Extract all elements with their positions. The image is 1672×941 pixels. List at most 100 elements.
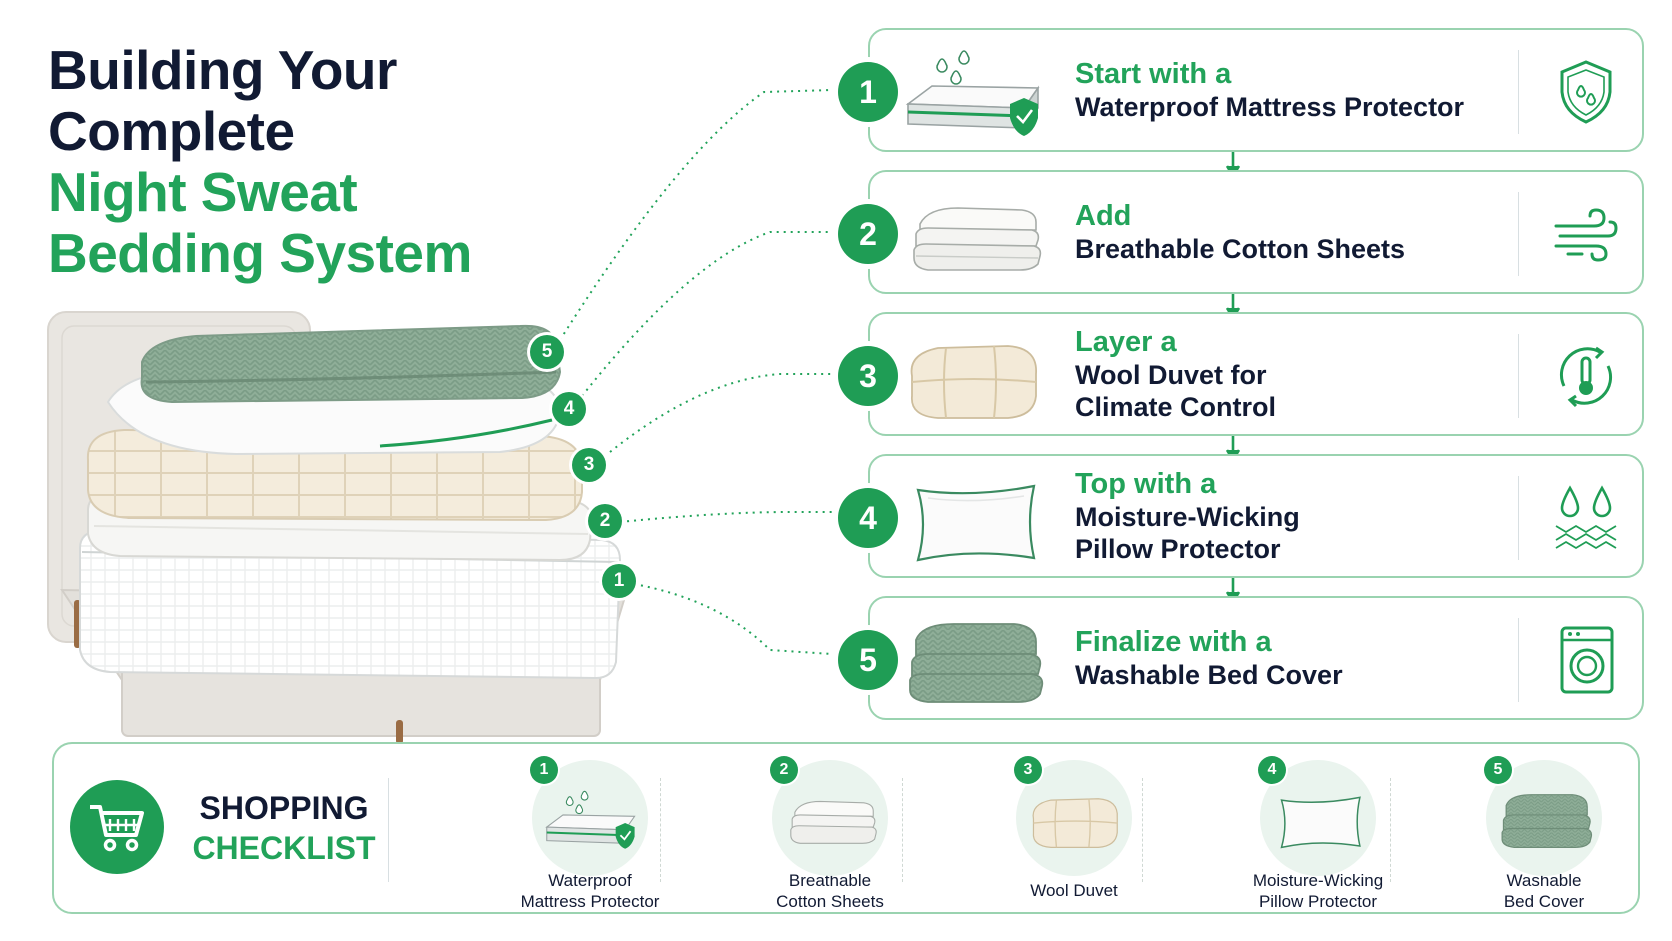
checklist-thumb-4: 4 <box>1258 756 1376 876</box>
checklist-thumb-2: 2 <box>770 756 888 876</box>
step-item-4-line2: Pillow Protector <box>1075 534 1281 564</box>
checklist-thumb-5: 5 <box>1484 756 1602 876</box>
checklist-label-2-line2: Cotton Sheets <box>776 892 884 911</box>
step-divider <box>1518 192 1519 276</box>
washable-bed-cover-thumbnail <box>1501 794 1593 848</box>
checklist-item-5: 5 Washable Bed Cover <box>1444 756 1644 912</box>
title-line-4: Bedding System <box>48 222 472 284</box>
checklist-label-4-line1: Moisture-Wicking <box>1252 871 1384 890</box>
title-line-3: Night Sweat <box>48 161 358 223</box>
checklist-label-3: Wool Duvet <box>974 880 1174 901</box>
cart-badge <box>70 780 164 874</box>
cotton-sheets-thumbnail <box>790 800 877 844</box>
checklist-label-1-line1: Waterproof <box>548 871 632 890</box>
checklist-divider <box>388 778 389 882</box>
pillow-protector-thumbnail <box>1280 796 1361 849</box>
step-action-5: Finalize with a <box>1075 626 1272 658</box>
step-text-2: Add Breathable Cotton Sheets <box>1075 199 1475 265</box>
bed-callout-1: 1 <box>602 564 636 598</box>
moisture-wicking-icon <box>1555 485 1617 550</box>
checklist-label-3-line1: Wool Duvet <box>1030 881 1118 900</box>
checklist-item-2: 2 Breathable Cotton Sheets <box>730 756 930 912</box>
page-title: Building Your Complete Night Sweat Beddi… <box>48 40 568 284</box>
step-action-1: Start with a <box>1075 58 1232 90</box>
title-line-2: Complete <box>48 100 295 162</box>
step-action-3: Layer a <box>1075 326 1177 358</box>
checklist-item-3: 3 Wool Duvet <box>974 756 1174 901</box>
thermometer-cycle-icon <box>1559 346 1613 408</box>
step-badge-3: 3 <box>838 346 898 406</box>
checklist-divider <box>660 778 661 882</box>
connector-lines <box>559 89 833 655</box>
step-text-3: Layer a Wool Duvet for Climate Control <box>1075 325 1475 423</box>
step-card-2: 2 Add Breathable Cotton Sheets <box>838 170 1644 294</box>
shopping-checklist: SHOPPING CHECKLIST 1 Waterproof Mattress… <box>52 742 1640 914</box>
shopping-cart-icon <box>90 805 144 852</box>
step-text-4: Top with a Moisture-Wicking Pillow Prote… <box>1075 467 1475 565</box>
step-divider <box>1518 476 1519 560</box>
step-badge-5: 5 <box>838 630 898 690</box>
checklist-number-5: 5 <box>1484 756 1512 784</box>
bed-callout-5: 5 <box>530 335 564 369</box>
checklist-label-2-line1: Breathable <box>788 871 872 890</box>
washable-bed-cover-thumbnail <box>909 623 1044 703</box>
checklist-number-4: 4 <box>1258 756 1286 784</box>
checklist-title: SHOPPING CHECKLIST <box>184 788 384 868</box>
step-action-4: Top with a <box>1075 468 1217 500</box>
step-card-1: 1 Start with a Waterproof Mattress Prote… <box>838 28 1644 152</box>
step-text-1: Start with a Waterproof Mattress Protect… <box>1075 57 1475 123</box>
wool-duvet-thumbnail <box>1032 798 1118 848</box>
bed-callout-2: 2 <box>588 504 622 538</box>
pillow-protector-thumbnail <box>916 484 1036 562</box>
checklist-item-4: 4 Moisture-Wicking Pillow Protector <box>1218 756 1418 912</box>
checklist-label-4-line2: Pillow Protector <box>1258 892 1378 911</box>
wool-duvet-thumbnail <box>910 345 1037 419</box>
mattress-protector-thumbnail <box>545 790 636 849</box>
checklist-thumb-3: 3 <box>1014 756 1132 876</box>
washing-machine-icon <box>1560 626 1614 694</box>
step-badge-4: 4 <box>838 488 898 548</box>
step-badge-1: 1 <box>838 62 898 122</box>
step-item-1: Waterproof Mattress Protector <box>1075 92 1465 122</box>
checklist-number-1: 1 <box>530 756 558 784</box>
step-item-4: Moisture-Wicking <box>1075 502 1300 532</box>
step-card-3: 3 Layer a Wool Duvet for Climate Control <box>838 312 1644 436</box>
checklist-title-line1: SHOPPING <box>199 790 369 826</box>
checklist-thumb-1: 1 <box>530 756 648 876</box>
mattress-protector-thumbnail <box>905 50 1040 136</box>
checklist-label-1-line2: Mattress Protector <box>520 892 660 911</box>
shield-droplet-icon <box>1560 60 1612 124</box>
checklist-divider <box>1390 778 1391 882</box>
checklist-label-5-line1: Washable <box>1506 871 1582 890</box>
step-card-4: 4 Top with a Moisture-Wicking Pillow Pro… <box>838 454 1644 578</box>
checklist-label-5-line2: Bed Cover <box>1503 892 1585 911</box>
checklist-item-1: 1 Waterproof Mattress Protector <box>490 756 690 912</box>
bed-callout-3: 3 <box>572 448 606 482</box>
checklist-number-2: 2 <box>770 756 798 784</box>
bed-cover-layer <box>140 324 562 404</box>
checklist-number-3: 3 <box>1014 756 1042 784</box>
checklist-label-5: Washable Bed Cover <box>1444 870 1644 912</box>
step-item-2: Breathable Cotton Sheets <box>1075 234 1406 264</box>
step-action-2: Add <box>1075 200 1132 232</box>
checklist-divider <box>902 778 903 882</box>
step-card-5: 5 Finalize with a Washable Bed Cover <box>838 596 1644 720</box>
title-line-1: Building Your <box>48 39 397 101</box>
step-divider <box>1518 334 1519 418</box>
step-item-5: Washable Bed Cover <box>1075 660 1343 690</box>
step-badge-2: 2 <box>838 204 898 264</box>
checklist-title-line2: CHECKLIST <box>192 830 376 866</box>
step-item-3-line2: Climate Control <box>1075 392 1277 422</box>
checklist-label-4: Moisture-Wicking Pillow Protector <box>1218 870 1418 912</box>
step-text-5: Finalize with a Washable Bed Cover <box>1075 625 1475 691</box>
checklist-divider <box>1142 778 1143 882</box>
step-divider <box>1518 50 1519 134</box>
checklist-label-1: Waterproof Mattress Protector <box>490 870 690 912</box>
checklist-label-2: Breathable Cotton Sheets <box>730 870 930 912</box>
cotton-sheets-thumbnail <box>913 207 1042 271</box>
airflow-icon <box>1554 208 1618 262</box>
bed-callout-4: 4 <box>552 392 586 426</box>
step-item-3: Wool Duvet for <box>1075 360 1267 390</box>
step-divider <box>1518 618 1519 702</box>
